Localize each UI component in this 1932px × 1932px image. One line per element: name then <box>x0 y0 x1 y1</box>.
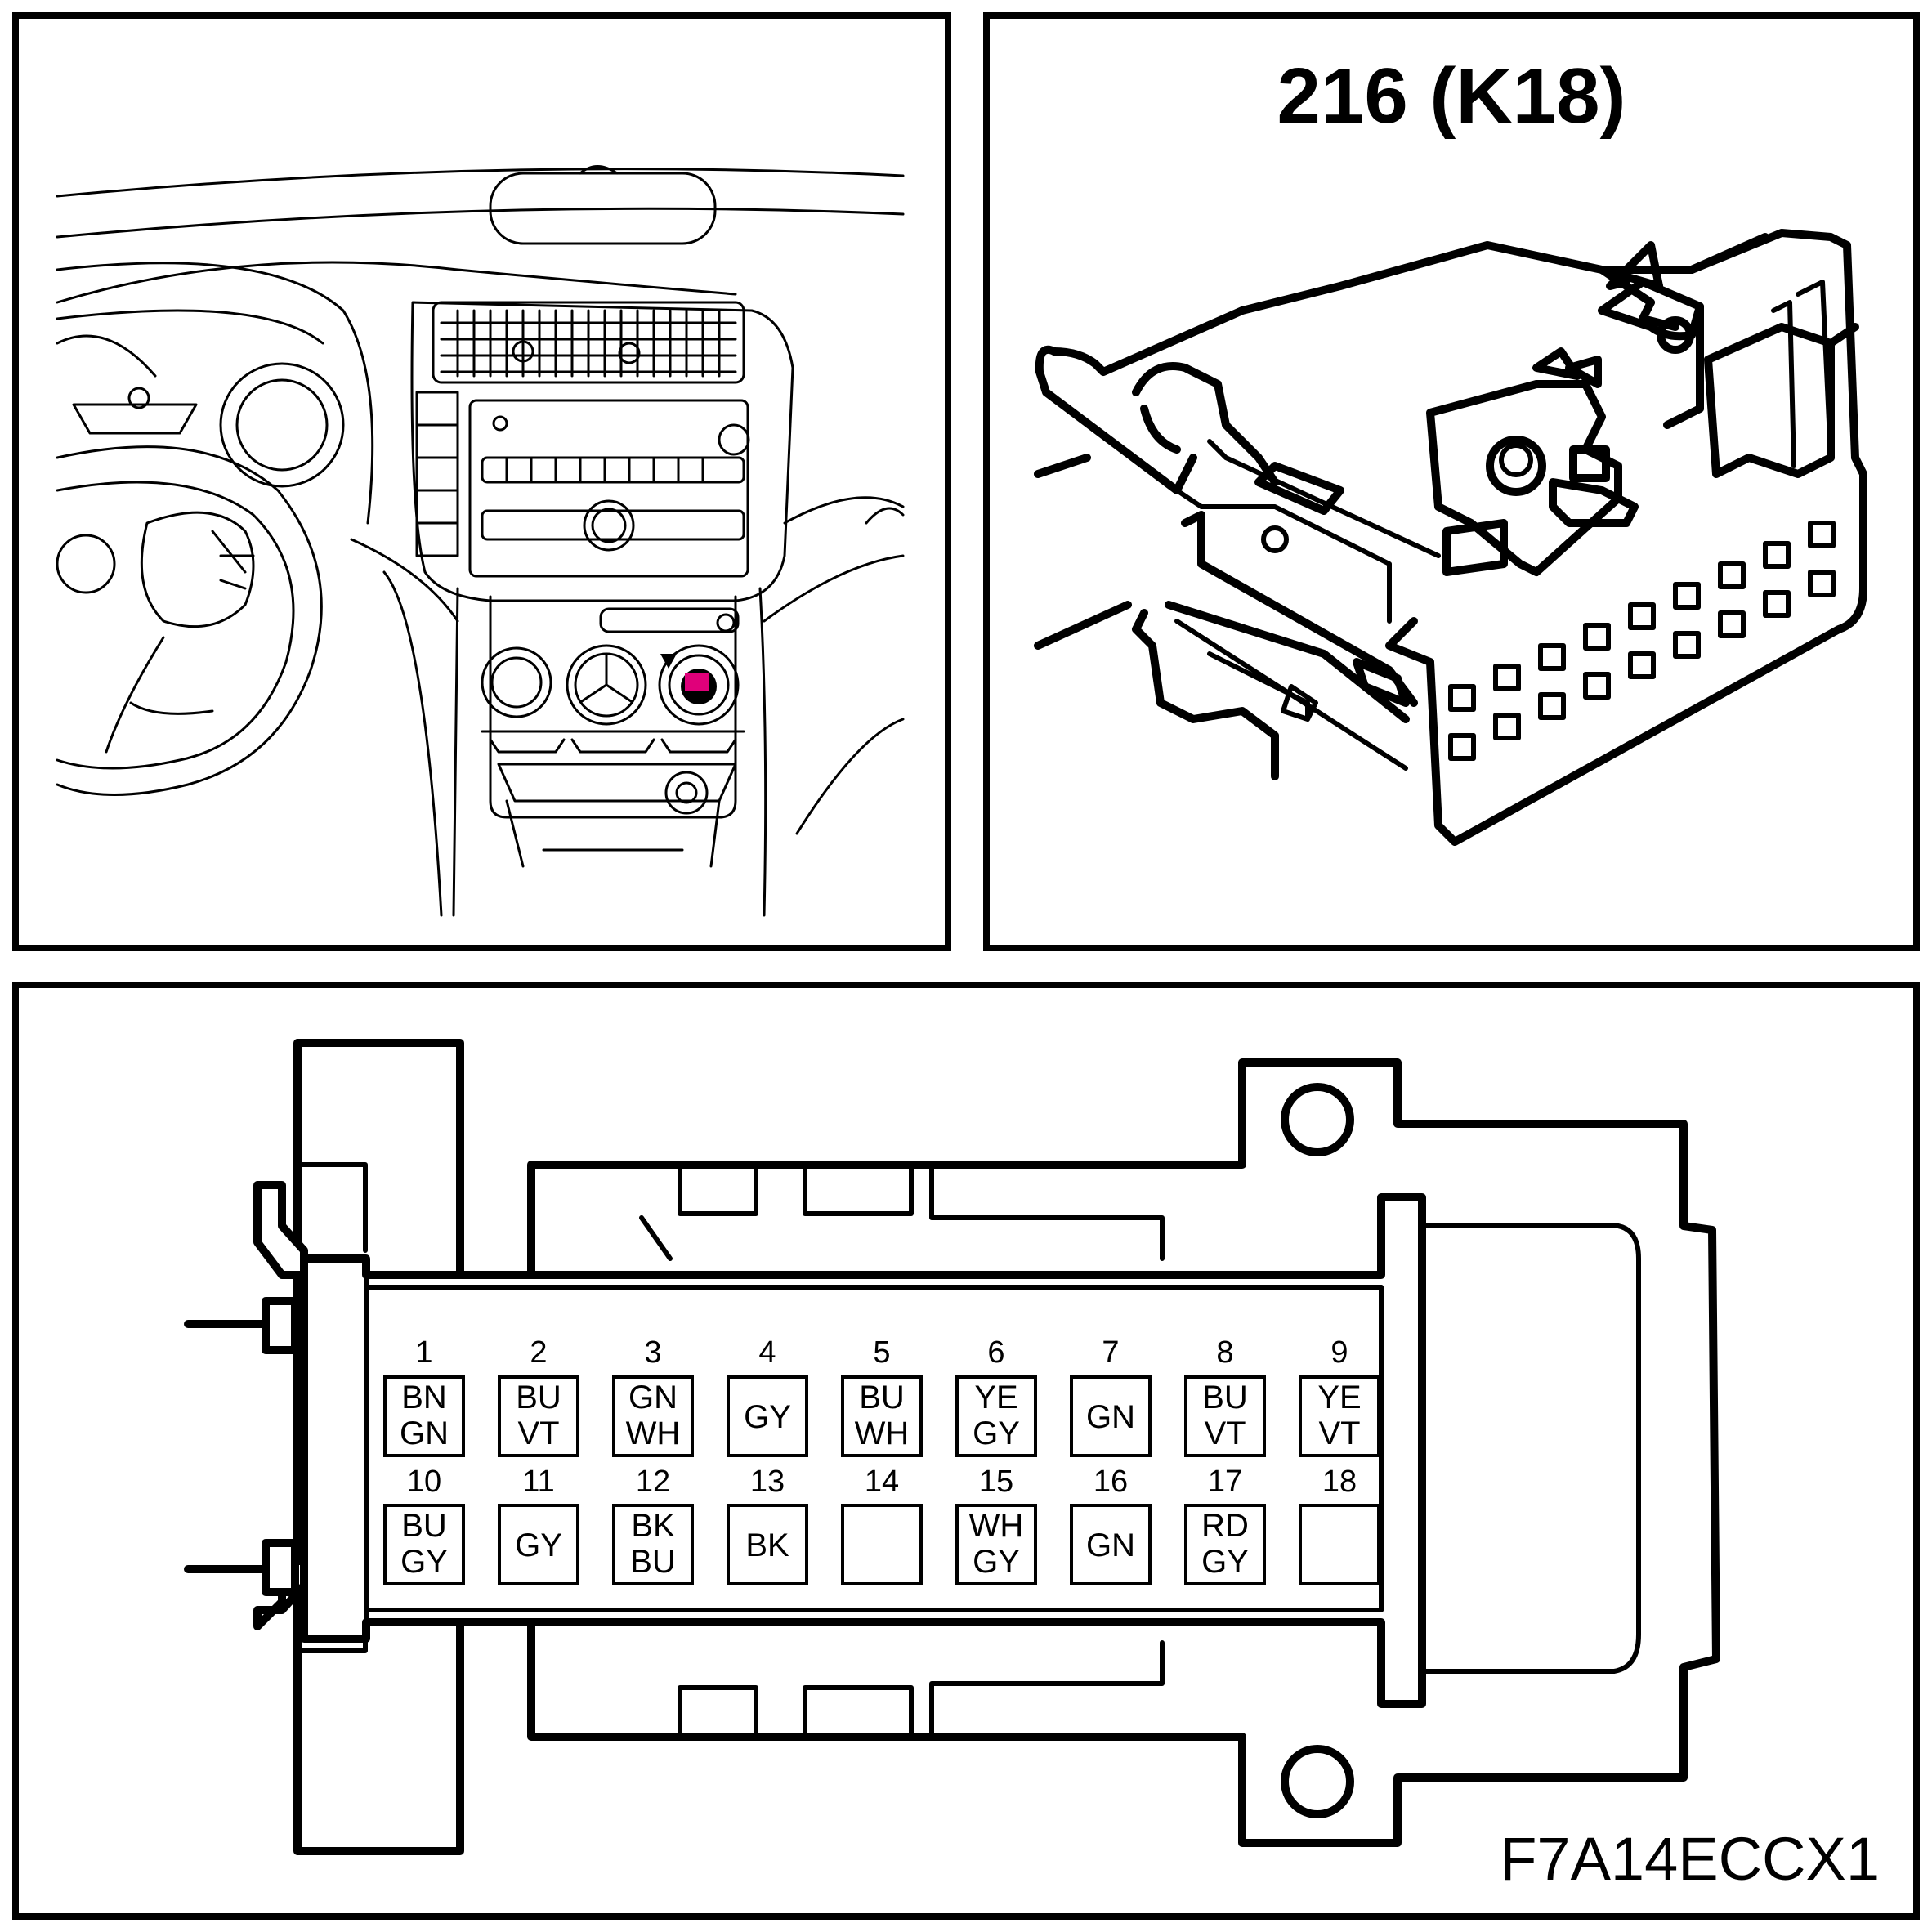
wire-color-label: YE <box>1317 1380 1361 1415</box>
wire-color-label: BU <box>401 1508 447 1544</box>
wire-color-label: VT <box>1318 1415 1360 1451</box>
pin-number: 12 <box>636 1465 670 1499</box>
wire-color-label: RD <box>1201 1508 1249 1544</box>
pin-cavity <box>1299 1504 1380 1585</box>
pin-number: 16 <box>1093 1465 1128 1499</box>
wire-color-label: GY <box>973 1544 1020 1580</box>
pin-cavity <box>1070 1504 1152 1585</box>
wire-color-label: BU <box>516 1380 561 1415</box>
wire-color-label: VT <box>1204 1415 1246 1451</box>
connector-3d-panel: 216 (K18) <box>983 12 1920 951</box>
pin-4: 4GY <box>727 1335 808 1457</box>
pin-number: 2 <box>530 1335 547 1370</box>
pin-cavity <box>1184 1375 1266 1457</box>
wire-color-label: BN <box>401 1380 447 1415</box>
pin-number: 10 <box>407 1465 441 1499</box>
wire-color-label: BU <box>859 1380 905 1415</box>
pin-number: 14 <box>865 1465 899 1499</box>
pin-number: 3 <box>644 1335 661 1370</box>
wire-color-label: GY <box>973 1415 1020 1451</box>
pin-number: 9 <box>1330 1335 1348 1370</box>
wire-color-label: WH <box>855 1415 910 1451</box>
pin-cavity <box>612 1504 694 1585</box>
wire-color-label: GY <box>744 1399 791 1435</box>
pin-number: 7 <box>1102 1335 1119 1370</box>
pin-number: 15 <box>979 1465 1013 1499</box>
wire-color-label: GN <box>400 1415 449 1451</box>
wire-color-label: GN <box>1086 1527 1135 1563</box>
pin-cavity <box>841 1504 923 1585</box>
pin-number: 6 <box>987 1335 1004 1370</box>
pin-cavity <box>727 1375 808 1457</box>
panel-frame <box>983 12 1920 951</box>
pin-number: 18 <box>1322 1465 1357 1499</box>
pin-cavity <box>841 1375 923 1457</box>
pin-cavity <box>1299 1375 1380 1457</box>
mount-hole-bottom <box>1281 1745 1354 1818</box>
location-marker <box>685 673 709 691</box>
pin-cavity <box>612 1375 694 1457</box>
pin-cavity <box>955 1504 1037 1585</box>
wire-color-label: WH <box>626 1415 681 1451</box>
pin-cavity <box>383 1504 465 1585</box>
pin-cavity <box>1184 1504 1266 1585</box>
pinout-panel: 1BNGN2BUVT3GNWH4GY5BUWH6YEGY7GN8BUVT9YEV… <box>12 982 1920 1920</box>
pin-cavity <box>498 1375 579 1457</box>
pin-cavity <box>1070 1375 1152 1457</box>
pin-number: 8 <box>1216 1335 1233 1370</box>
pin-cavity <box>955 1375 1037 1457</box>
wire-color-label: BK <box>745 1527 789 1563</box>
figure-code: F7A14ECCX1 <box>1500 1825 1880 1893</box>
wire-color-label: GY <box>515 1527 562 1563</box>
pin-cavity <box>727 1504 808 1585</box>
pin-14: 14 <box>841 1465 923 1585</box>
wire-color-label: GY <box>1201 1544 1249 1580</box>
wire-color-label: BU <box>1202 1380 1248 1415</box>
pin-number: 11 <box>522 1465 554 1499</box>
pin-7: 7GN <box>1070 1335 1152 1457</box>
wire-color-label: BU <box>630 1544 676 1580</box>
wire-color-label: YE <box>974 1380 1017 1415</box>
mount-hole-top <box>1281 1083 1354 1156</box>
pin-grid: 1BNGN2BUVT3GNWH4GY5BUWH6YEGY7GN8BUVT9YEV… <box>383 1335 1380 1585</box>
wire-color-label: WH <box>969 1508 1024 1544</box>
pin-number: 4 <box>758 1335 776 1370</box>
connector-title: 216 (K18) <box>1277 52 1626 140</box>
pin-number: 13 <box>750 1465 785 1499</box>
wire-color-label: GY <box>400 1544 448 1580</box>
wire-color-label: GN <box>628 1380 678 1415</box>
pin-cavity <box>383 1375 465 1457</box>
dashboard-location-panel <box>12 12 951 951</box>
wire-color-label: GN <box>1086 1399 1135 1435</box>
wire-color-label: VT <box>517 1415 559 1451</box>
pin-number: 1 <box>415 1335 432 1370</box>
pin-18: 18 <box>1299 1465 1380 1585</box>
pin-number: 5 <box>873 1335 890 1370</box>
pin-number: 17 <box>1208 1465 1242 1499</box>
wire-color-label: BK <box>631 1508 675 1544</box>
pin-cavity-grid <box>1448 521 1836 761</box>
pin-cavity <box>498 1504 579 1585</box>
